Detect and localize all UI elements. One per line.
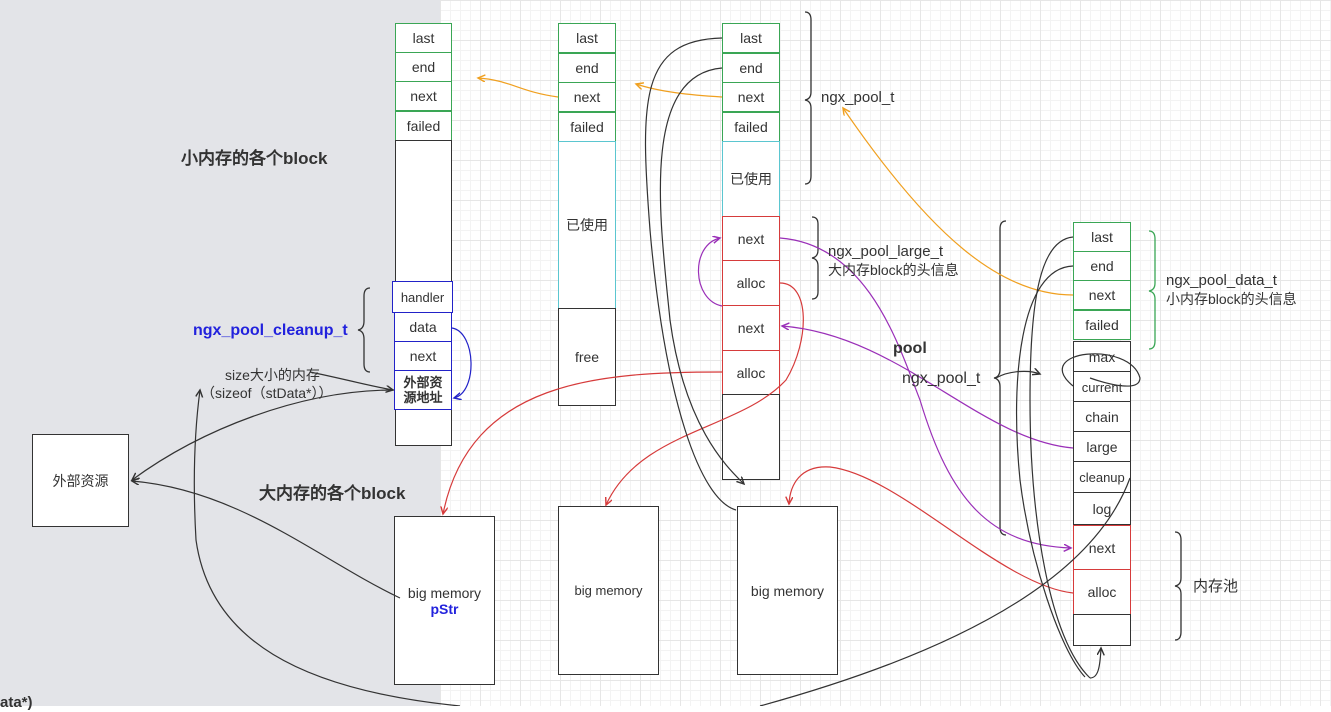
external-resource-address[interactable]: 外部资源地址 <box>394 370 452 410</box>
cut-off-text: ata*) <box>0 694 33 711</box>
col2-next[interactable]: next <box>558 82 616 112</box>
big-memory-1-pstr: pStr <box>430 600 459 617</box>
large-t-label-line2: 大内存block的头信息 <box>828 262 959 278</box>
pool-max[interactable]: max <box>1073 341 1131 372</box>
pool-data-end[interactable]: end <box>1073 251 1131 281</box>
pool-cleanup[interactable]: cleanup <box>1073 461 1131 493</box>
cleanup-t-label: ngx_pool_cleanup_t <box>193 322 348 339</box>
cleanup-next[interactable]: next <box>394 341 452 371</box>
pool-large[interactable]: large <box>1073 431 1131 462</box>
pool-body[interactable] <box>1073 614 1131 646</box>
col3-large1-alloc[interactable]: alloc <box>722 260 780 306</box>
col3-body[interactable] <box>722 394 780 480</box>
memory-pool-label: 内存池 <box>1193 578 1239 595</box>
col2-last[interactable]: last <box>558 23 616 53</box>
col2-free[interactable]: free <box>558 308 616 406</box>
col3-last[interactable]: last <box>722 23 780 53</box>
col2-used[interactable]: 已使用 <box>558 141 616 309</box>
size-note-line1: size大小的内存 <box>225 367 320 383</box>
big-memory-1[interactable]: big memory pStr <box>394 516 495 685</box>
big-memory-1-label: big memory <box>407 584 482 601</box>
external-resource-box[interactable]: 外部资源 <box>32 434 129 527</box>
big-memory-3[interactable]: big memory <box>737 506 838 675</box>
ngx-pool-t-top-label: ngx_pool_t <box>821 89 895 106</box>
big-memory-2[interactable]: big memory <box>558 506 659 675</box>
col3-large2-next[interactable]: next <box>722 305 780 351</box>
data-t-label-line1: ngx_pool_data_t <box>1166 272 1277 289</box>
large-blocks-title: 大内存的各个block <box>259 484 406 503</box>
size-note-line2: （sizeof（stData*）） <box>201 385 333 401</box>
pool-label: pool <box>893 340 927 357</box>
small-blocks-title: 小内存的各个block <box>181 149 328 168</box>
col3-large1-next[interactable]: next <box>722 216 780 261</box>
pool-data-last[interactable]: last <box>1073 222 1131 252</box>
left-panel-background <box>0 0 440 706</box>
col2-end[interactable]: end <box>558 53 616 83</box>
col1-next[interactable]: next <box>395 81 452 111</box>
pool-data-failed[interactable]: failed <box>1073 310 1131 340</box>
col1-end[interactable]: end <box>395 52 452 82</box>
ngx-pool-t-mid-label: ngx_pool_t <box>902 370 981 387</box>
col3-used[interactable]: 已使用 <box>722 141 780 217</box>
pool-large-next[interactable]: next <box>1073 525 1131 570</box>
large-t-label-line1: ngx_pool_large_t <box>828 243 944 260</box>
col2-failed[interactable]: failed <box>558 112 616 142</box>
pool-data-next[interactable]: next <box>1073 280 1131 310</box>
col3-next[interactable]: next <box>722 82 780 112</box>
cleanup-data[interactable]: data <box>394 312 452 342</box>
data-t-label-line2: 小内存block的头信息 <box>1166 291 1297 307</box>
col3-large2-alloc[interactable]: alloc <box>722 350 780 395</box>
col1-failed[interactable]: failed <box>395 111 452 141</box>
col3-failed[interactable]: failed <box>722 112 780 142</box>
